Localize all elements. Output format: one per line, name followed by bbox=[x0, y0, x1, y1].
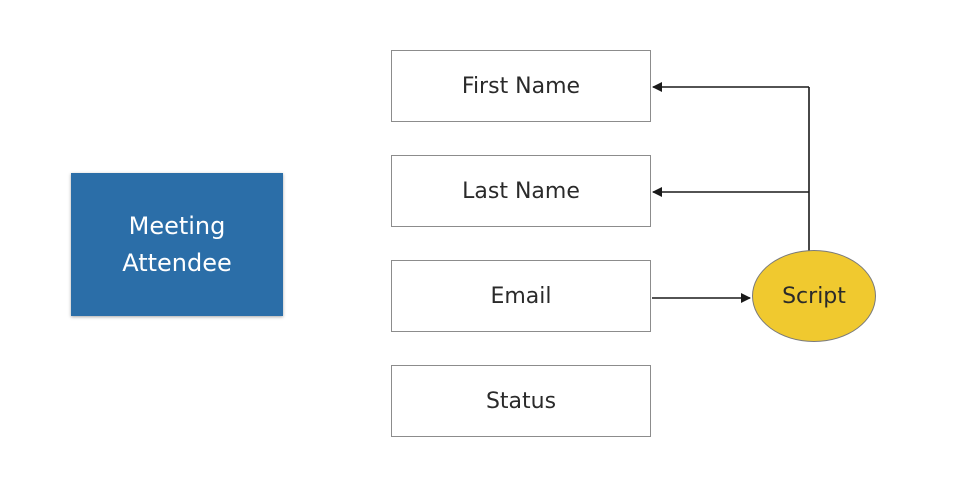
meeting-attendee-entity: Meeting Attendee bbox=[71, 173, 283, 316]
field-status: Status bbox=[391, 365, 651, 437]
field-last-name: Last Name bbox=[391, 155, 651, 227]
entity-label-line1: Meeting bbox=[128, 211, 226, 240]
field-label: First Name bbox=[461, 73, 581, 99]
script-label: Script bbox=[782, 283, 846, 309]
entity-label-line2: Attendee bbox=[122, 248, 232, 277]
field-label: Status bbox=[485, 388, 557, 414]
field-label: Email bbox=[490, 283, 552, 309]
field-email: Email bbox=[391, 260, 651, 332]
field-label: Last Name bbox=[462, 178, 580, 204]
field-first-name: First Name bbox=[391, 50, 651, 122]
script-node: Script bbox=[752, 250, 876, 342]
